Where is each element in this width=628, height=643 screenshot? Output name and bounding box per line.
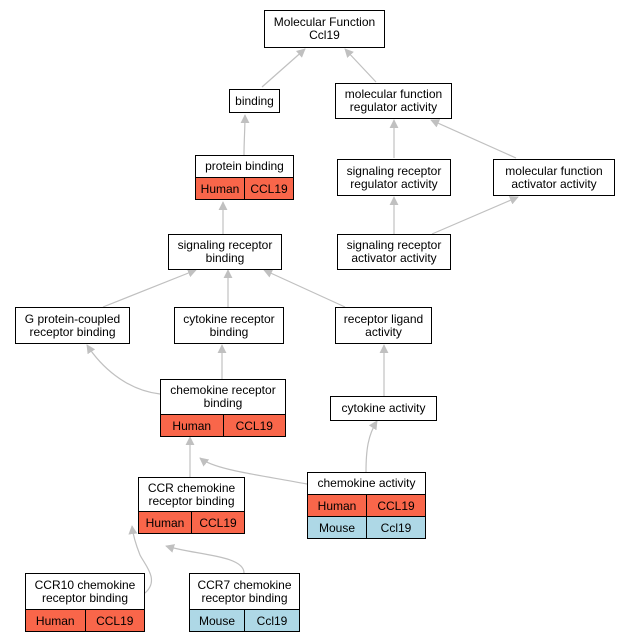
annotation-row-mouse: Mouse Ccl19: [190, 609, 299, 631]
node-label: signaling receptor binding: [177, 238, 273, 265]
node-cytokine-receptor-binding[interactable]: cytokine receptor binding: [174, 307, 284, 344]
node-chemokine-activity[interactable]: chemokine activity Human CCL19 Mouse Ccl…: [307, 472, 426, 539]
node-label: cytokine activity: [341, 401, 426, 415]
node-label: signaling receptor regulator activity: [346, 163, 442, 191]
gene-cell: CCL19: [366, 495, 425, 516]
gene-cell: CCL19: [222, 415, 286, 436]
node-g-protein-coupled-receptor-binding[interactable]: G protein-coupled receptor binding: [15, 307, 130, 344]
annotation-row-human: Human CCL19: [308, 494, 425, 516]
annotation-row-human: Human CCL19: [161, 414, 285, 436]
node-signaling-receptor-activator-activity[interactable]: signaling receptor activator activity: [337, 234, 451, 270]
node-label: protein binding: [205, 159, 284, 173]
annotation-row-human: Human CCL19: [26, 609, 144, 631]
node-molecular-function-activator-activity[interactable]: molecular function activator activity: [493, 159, 615, 196]
node-label: Molecular Function Ccl19: [273, 15, 376, 42]
node-binding[interactable]: binding: [229, 89, 280, 113]
node-label: chemokine activity: [317, 476, 416, 490]
edge-mfra-to-root: [344, 48, 377, 83]
edge-protein-binding-to-binding: [240, 114, 250, 156]
edge-sraa-to-mfaa: [431, 196, 519, 235]
node-label: binding: [235, 93, 274, 108]
node-label: CCR10 chemokine receptor binding: [34, 577, 136, 605]
node-label: receptor ligand activity: [343, 311, 424, 339]
annotation-row-mouse: Mouse Ccl19: [308, 516, 425, 538]
species-cell: Human: [145, 515, 185, 530]
edge-chemact-to-cytact: [365, 420, 378, 473]
edge-rla-to-srb: [263, 269, 346, 308]
gene-cell: CCL19: [191, 512, 244, 533]
node-ccr7-chemokine-receptor-binding[interactable]: CCR7 chemokine receptor binding Mouse Cc…: [189, 573, 300, 632]
gene-cell: CCL19: [244, 178, 293, 199]
edge-mfaa-to-mfra: [430, 119, 517, 159]
node-cytokine-activity[interactable]: cytokine activity: [330, 396, 437, 421]
edge-gpcrb-to-srb: [102, 268, 197, 308]
node-label: CCR chemokine receptor binding: [147, 480, 236, 508]
gene-cell: CCL19: [84, 610, 145, 631]
node-label: G protein-coupled receptor binding: [24, 311, 121, 339]
species-cell: Mouse: [318, 520, 356, 535]
edge-chemact-to-chemrb: [199, 457, 308, 485]
edge-ccr7-to-ccrb: [165, 544, 245, 574]
node-label: CCR7 chemokine receptor binding: [197, 577, 292, 605]
annotation-row-human: Human CCL19: [139, 511, 244, 533]
species-cell: Human: [200, 181, 240, 196]
node-label: molecular function activator activity: [505, 163, 603, 191]
node-molecular-function-root[interactable]: Molecular Function Ccl19: [264, 10, 385, 48]
gene-cell: Ccl19: [244, 610, 299, 631]
node-signaling-receptor-binding[interactable]: signaling receptor binding: [168, 234, 282, 270]
gene-cell: Ccl19: [366, 517, 425, 538]
species-cell: Human: [317, 498, 357, 513]
node-protein-binding[interactable]: protein binding Human CCL19: [195, 155, 294, 200]
node-label: cytokine receptor binding: [183, 311, 275, 339]
species-cell: Human: [35, 613, 75, 628]
edge-ccr10-to-ccrb: [128, 525, 152, 594]
edge-chemrb-to-gpcrb: [86, 344, 161, 395]
node-receptor-ligand-activity[interactable]: receptor ligand activity: [335, 307, 432, 344]
species-cell: Human: [172, 418, 212, 433]
annotation-row-human: Human CCL19: [196, 177, 293, 199]
node-ccr10-chemokine-receptor-binding[interactable]: CCR10 chemokine receptor binding Human C…: [25, 573, 145, 632]
node-label: molecular function regulator activity: [344, 87, 443, 114]
node-signaling-receptor-regulator-activity[interactable]: signaling receptor regulator activity: [337, 159, 451, 196]
node-label: signaling receptor activator activity: [346, 238, 442, 265]
species-cell: Mouse: [198, 613, 236, 628]
edge-binding-to-root: [261, 48, 306, 88]
node-chemokine-receptor-binding[interactable]: chemokine receptor binding Human CCL19: [160, 379, 286, 437]
node-ccr-chemokine-receptor-binding[interactable]: CCR chemokine receptor binding Human CCL…: [138, 477, 245, 534]
node-molecular-function-regulator-activity[interactable]: molecular function regulator activity: [335, 83, 452, 119]
node-label: chemokine receptor binding: [170, 383, 276, 410]
